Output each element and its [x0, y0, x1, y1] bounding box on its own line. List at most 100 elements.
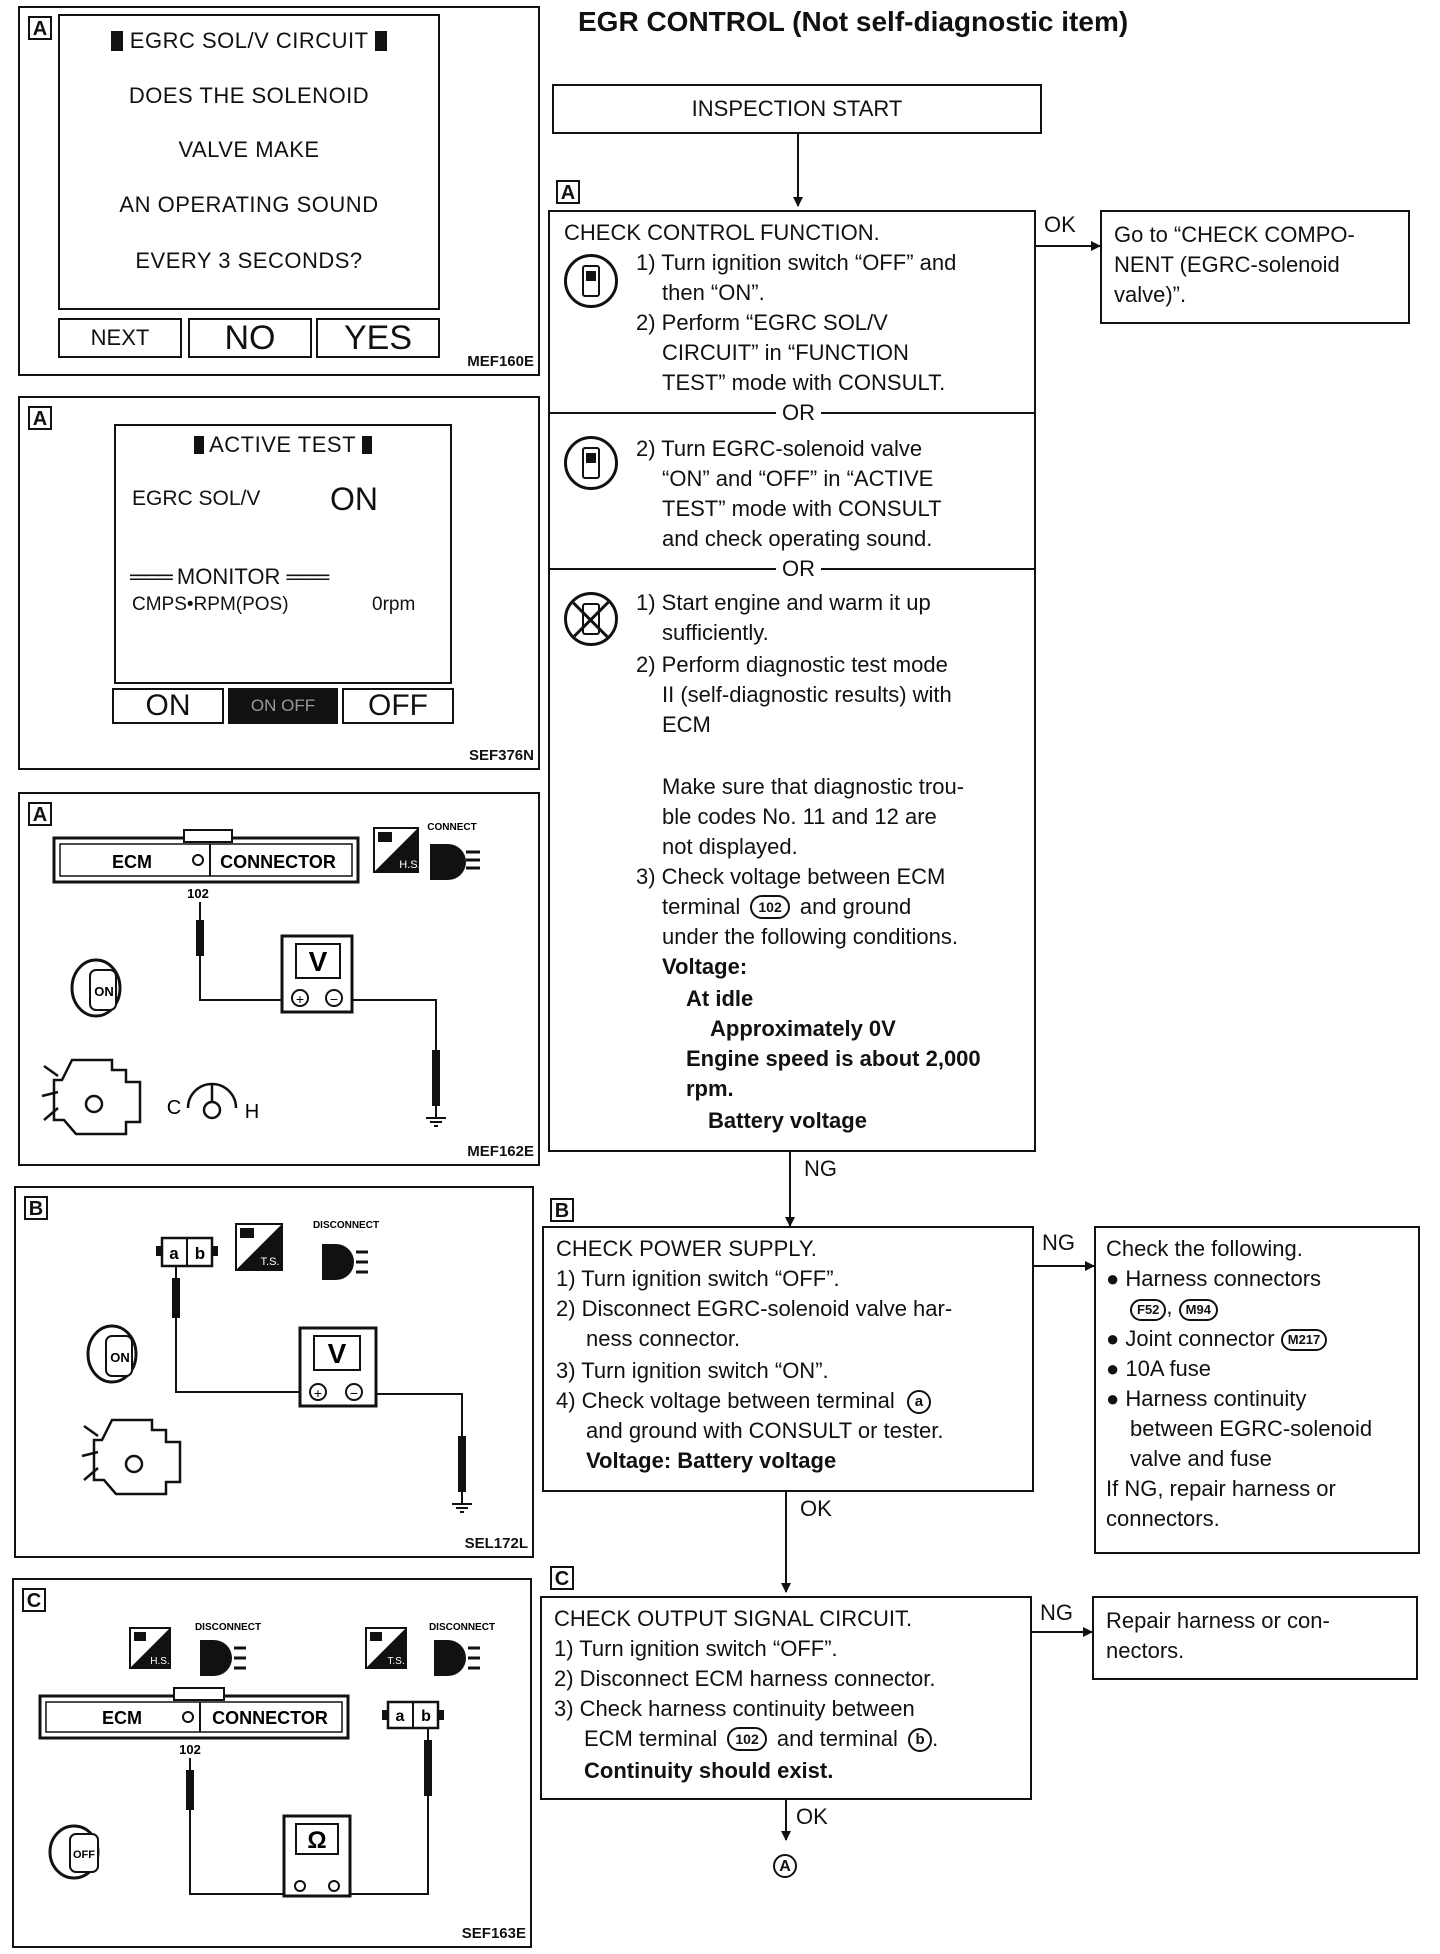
figure-code: MEF162E: [467, 1143, 534, 1160]
comma: ,: [1166, 1294, 1173, 1319]
ng-label: NG: [1040, 1600, 1073, 1625]
step-heading: CHECK POWER SUPPLY.: [556, 1236, 817, 1261]
monitor-value: 0rpm: [372, 594, 416, 615]
page-title: EGR CONTROL (Not self-diagnostic item): [578, 6, 1129, 37]
ecm-label: ECM: [112, 852, 152, 872]
voltmeter-label: V: [328, 1338, 347, 1369]
monitor-item: CMPS•RPM(POS): [132, 594, 289, 615]
instruction-line: II (self-diagnostic results) with: [662, 682, 952, 707]
result-line: nectors.: [1106, 1638, 1185, 1663]
connector-badge: M94: [1178, 1299, 1218, 1321]
result-line: If NG, repair harness or: [1106, 1476, 1336, 1501]
figure-code: SEL172L: [464, 1535, 528, 1552]
instruction-line: sufficiently.: [662, 620, 769, 645]
ng-label: NG: [1042, 1230, 1075, 1255]
check-control-function-box: CHECK CONTROL FUNCTION. 1) Turn ignition…: [548, 210, 1036, 1152]
spec-line: Battery voltage: [708, 1108, 867, 1133]
instruction-line: and ground with CONSULT or tester.: [586, 1418, 944, 1443]
instruction-line: 3) Turn ignition switch “ON”.: [556, 1358, 829, 1383]
panel-tag: B: [24, 1196, 48, 1220]
consult-function-test-panel: A EGRC SOL/V CIRCUIT DOES THE SOLENOID V…: [18, 6, 540, 376]
screen-line: AN OPERATING SOUND: [119, 192, 379, 217]
instruction-text: 4) Check voltage between terminal: [556, 1388, 895, 1413]
no-button[interactable]: NO: [188, 318, 312, 358]
pin-label: 102: [179, 1742, 201, 1757]
engine-icon: [41, 1058, 142, 1136]
instruction-line: then “ON”.: [662, 280, 765, 305]
harness-continuity-check-panel: C H.S. DISCONNECT T.S. DISCONNECT ECM CO…: [12, 1578, 532, 1948]
figure-code: SEF376N: [468, 747, 534, 764]
connector-badge: M217: [1280, 1329, 1328, 1351]
screen-header-text: EGRC SOL/V CIRCUIT: [129, 28, 369, 53]
monitor-label: MONITOR: [176, 564, 281, 589]
instruction-line: 1) Start engine and warm it up: [636, 590, 931, 615]
result-line: between EGRC-solenoid: [1130, 1416, 1373, 1441]
active-test-screen: ACTIVE TEST EGRC SOL/V ON ═══ MONITOR ══…: [114, 424, 452, 684]
screen-header-text: ACTIVE TEST: [209, 432, 356, 457]
instruction-line: ECM: [662, 712, 711, 737]
ecm-voltage-check-panel: A ECM CONNECTOR 102 H.S. CONNECT V + −: [18, 792, 540, 1166]
instruction-line: 1) Turn ignition switch “OFF”.: [556, 1266, 840, 1291]
result-line: Repair harness or con-: [1106, 1608, 1330, 1633]
temperature-gauge-icon: C H: [167, 1082, 259, 1123]
panel-tag: A: [28, 406, 52, 430]
inspection-start-box: INSPECTION START: [552, 84, 1042, 134]
spec-line: At idle: [686, 986, 754, 1011]
instruction-line: 1) Turn ignition switch “OFF”.: [554, 1636, 838, 1661]
key-label: ON: [94, 984, 114, 999]
instruction-line: ble codes No. 11 and 12 are: [662, 804, 937, 829]
on-button[interactable]: ON: [112, 688, 224, 724]
screen-line: VALVE MAKE: [178, 137, 320, 162]
result-item-text: Harness connectors: [1125, 1266, 1322, 1291]
panel-tag: A: [28, 16, 52, 40]
instruction-text: ECM terminal: [584, 1726, 718, 1751]
check-power-supply-box: CHECK POWER SUPPLY. 1) Turn ignition swi…: [542, 1226, 1034, 1492]
instruction-line: 3) Check voltage between ECM: [636, 864, 946, 889]
instruction-line: 2) Turn EGRC-solenoid valve: [636, 436, 923, 461]
spec-line: Voltage:: [662, 954, 748, 979]
instruction-line: terminal 102 and ground: [662, 892, 911, 922]
result-line: Go to “CHECK COMPO-: [1114, 222, 1355, 247]
connect-label: CONNECT: [427, 822, 476, 833]
panel-tag: C: [22, 1588, 46, 1612]
result-line: connectors.: [1106, 1506, 1220, 1531]
disconnect-label: DISCONNECT: [429, 1622, 495, 1633]
screen-line: DOES THE SOLENOID: [128, 83, 370, 108]
ok-label: OK: [800, 1496, 832, 1521]
screen-header: EGRC SOL/V CIRCUIT: [60, 28, 438, 54]
step-tag: A: [556, 180, 580, 204]
ts-label: T.S.: [387, 1656, 404, 1667]
instruction-line: ECM terminal 102 and terminal b.: [584, 1726, 939, 1752]
instruction-line: TEST” mode with CONSULT.: [662, 370, 946, 395]
ignition-key-icon: OFF: [48, 1824, 100, 1880]
terminal-badge: 102: [750, 895, 790, 919]
monitor-row: ═══ MONITOR ═══: [130, 564, 329, 589]
key-label: ON: [110, 1350, 130, 1365]
ignition-key-icon: ON: [70, 958, 122, 1018]
ohmmeter-label: Ω: [307, 1827, 326, 1854]
ignition-key-icon: ON: [86, 1324, 138, 1384]
result-item: ● Joint connector M217: [1106, 1324, 1328, 1354]
result-item: ● Harness continuity: [1106, 1386, 1307, 1411]
ok-label: OK: [796, 1804, 828, 1829]
instruction-line: 2) Perform “EGRC SOL/V: [636, 310, 888, 335]
terminal-b-label: b: [195, 1244, 205, 1263]
spec-line: Continuity should exist.: [584, 1758, 834, 1783]
next-button[interactable]: NEXT: [58, 318, 182, 358]
step-tag: B: [550, 1198, 574, 1222]
on-off-button[interactable]: ON OFF: [228, 688, 338, 724]
continue-marker: A: [773, 1854, 797, 1878]
test-item-value: ON: [330, 481, 378, 517]
panel-tag: A: [28, 802, 52, 826]
terminal-a-label: a: [169, 1244, 179, 1263]
off-button[interactable]: OFF: [342, 688, 454, 724]
spec-line: Approximately 0V: [710, 1016, 896, 1041]
ecm-voltage-diagram: ECM CONNECTOR 102 H.S. CONNECT V + −: [41, 822, 480, 1136]
step-heading: CHECK CONTROL FUNCTION.: [564, 220, 880, 245]
yes-button[interactable]: YES: [316, 318, 440, 358]
minus-label: −: [350, 1385, 358, 1401]
result-item: ● Harness connectors: [1106, 1266, 1322, 1291]
plus-label: +: [296, 991, 304, 1007]
terminal-a-label: a: [396, 1708, 405, 1725]
instruction-line: 1) Turn ignition switch “OFF” and: [636, 250, 957, 275]
